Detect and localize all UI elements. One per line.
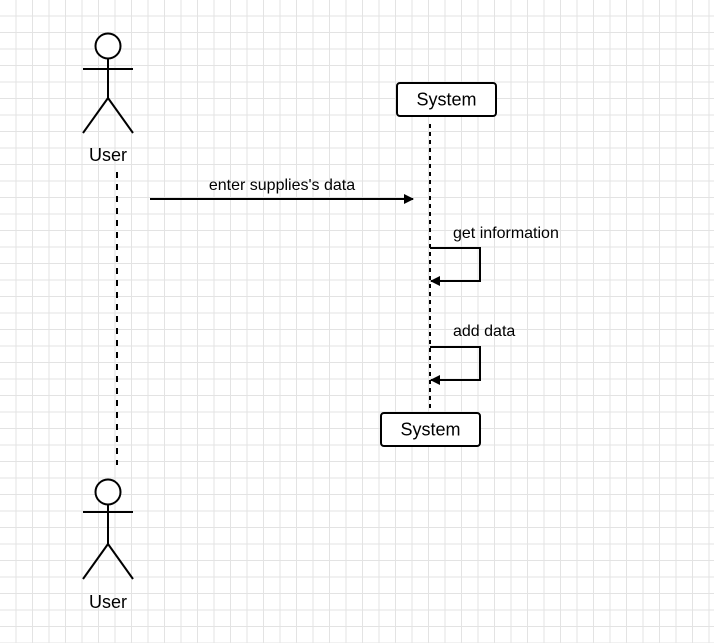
system-box-bottom-rect	[380, 412, 481, 447]
message-2-arrow	[430, 247, 481, 286]
message-2-label: get information	[453, 225, 559, 242]
system-box-bottom-label: System	[400, 420, 460, 440]
user-actor-top-head	[94, 32, 122, 60]
user-actor-top-right-leg	[107, 97, 134, 134]
system-box-top[interactable]: System	[396, 82, 497, 117]
user-actor-bottom-label: User	[89, 592, 127, 612]
message-1-label: enter supplies's data	[209, 177, 355, 194]
user-actor-bottom[interactable]: User	[82, 478, 134, 613]
message-enter-supplies-data[interactable]: enter supplies's data	[150, 177, 414, 204]
user-actor-bottom-left-leg	[82, 543, 109, 580]
user-actor-bottom-right-leg	[107, 543, 134, 580]
system-box-top-rect	[396, 82, 497, 117]
message-get-information[interactable]: get information	[430, 225, 559, 286]
message-3-label: add data	[453, 323, 515, 340]
message-3-arrow	[430, 346, 481, 385]
user-actor-top[interactable]: User	[82, 32, 134, 166]
message-add-data[interactable]: add data	[430, 323, 515, 385]
system-box-top-label: System	[416, 90, 476, 110]
system-box-bottom[interactable]: System	[380, 412, 481, 447]
user-actor-bottom-head	[94, 478, 122, 506]
user-actor-top-left-leg	[82, 97, 109, 134]
user-actor-top-label: User	[89, 145, 127, 165]
